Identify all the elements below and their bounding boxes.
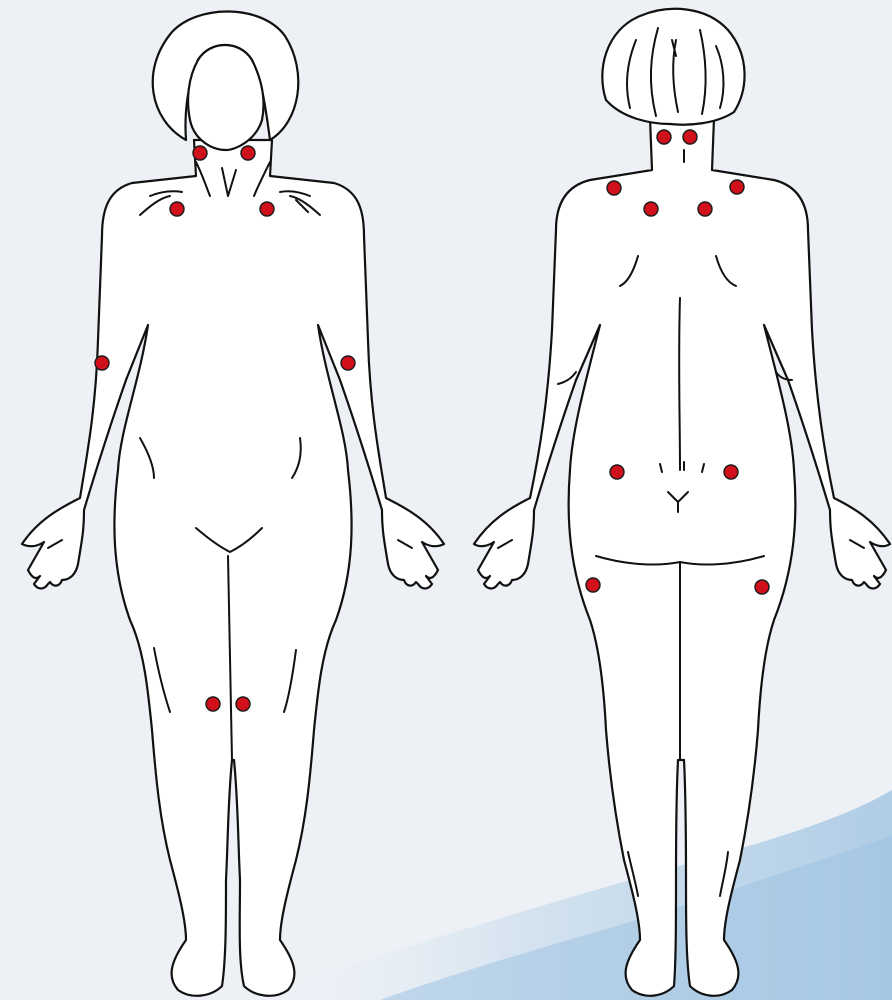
front-tender-point-neck-right [241,146,255,160]
back-tender-point-neck-right [683,130,697,144]
back-tender-point-shoulder-left [607,181,621,195]
front-tender-point-chest-right [260,202,274,216]
back-figure [474,9,890,996]
front-tender-point-elbow-right [341,356,355,370]
back-tender-point-neck-left [657,130,671,144]
back-tender-point-hip-right [755,580,769,594]
front-tender-point-neck-left [193,146,207,160]
front-tender-point-chest-left [170,202,184,216]
back-tender-point-hip-left [586,578,600,592]
front-face [188,45,263,150]
front-tender-point-knee-right [236,697,250,711]
front-tender-point-elbow-left [95,356,109,370]
back-tender-point-upper-back-left [644,202,658,216]
back-tender-point-lower-back-left [610,465,624,479]
front-tender-point-knee-left [206,697,220,711]
back-tender-point-shoulder-right [730,180,744,194]
back-tender-point-lower-back-right [724,465,738,479]
front-body-outline [22,140,444,996]
back-body-outline [474,118,890,996]
front-figure [22,11,444,995]
back-tender-point-upper-back-right [698,202,712,216]
